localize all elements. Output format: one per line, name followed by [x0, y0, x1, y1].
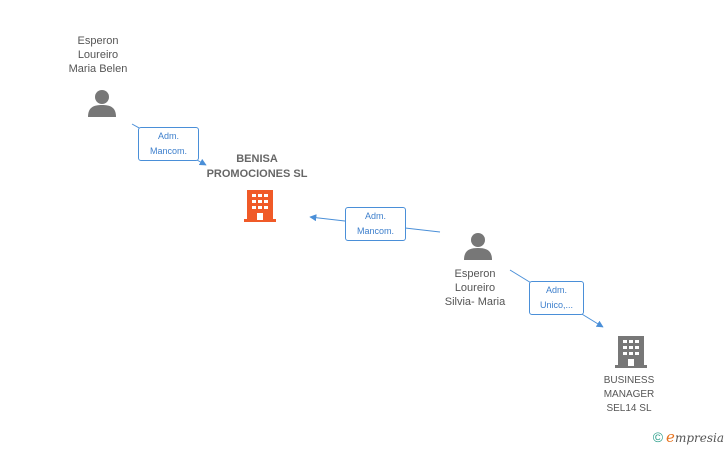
building-icon[interactable] [615, 335, 647, 369]
person-silvia-label[interactable]: Esperon Loureiro Silvia- Maria [444, 268, 506, 308]
copyright-symbol: © [652, 429, 664, 445]
company-business-label[interactable]: BUSINESS MANAGER SEL14 SL [603, 375, 655, 414]
brand-initial: e [666, 428, 675, 446]
person-icon[interactable] [87, 88, 117, 118]
person-belen-label[interactable]: Esperon Loureiro Maria Belen [68, 35, 128, 75]
edge-label-silvia-business[interactable]: Adm. Unico,... [529, 281, 584, 315]
building-icon[interactable] [244, 189, 276, 223]
edge-label-belen-benisa[interactable]: Adm. Mancom. [138, 127, 199, 161]
person-icon[interactable] [463, 231, 493, 261]
company-benisa-label[interactable]: BENISA PROMOCIONES SL [206, 153, 308, 180]
empresia-watermark: ©empresia [653, 428, 724, 446]
brand-name: mpresia [674, 431, 724, 445]
edge-label-silvia-benisa[interactable]: Adm. Mancom. [345, 207, 406, 241]
